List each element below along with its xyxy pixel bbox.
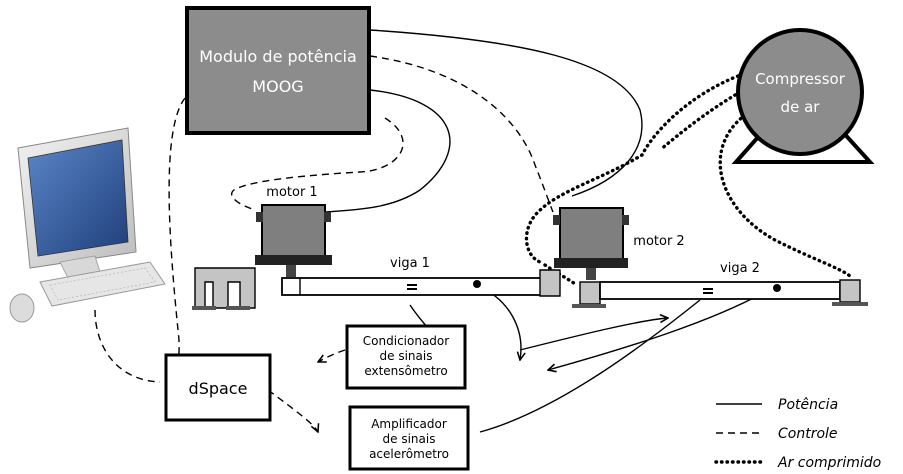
moog-label-line1: Modulo de potência xyxy=(199,47,357,66)
air-line-compressor-to-viga2 xyxy=(718,113,852,278)
control-line-monitor-to-dspace xyxy=(94,309,161,383)
conditioner-label-line2: de sinais xyxy=(380,349,433,363)
signal-conditioner-box: Condicionador de sinais extensômetro xyxy=(345,324,467,390)
amplifier-label-line2: de sinais xyxy=(383,432,436,446)
moog-label-line2: MOOG xyxy=(252,77,303,96)
amplifier-label-line1: Amplificador xyxy=(371,417,447,431)
computer-icon xyxy=(9,127,166,323)
power-line-amplifier-to-accel2 xyxy=(479,299,701,433)
motor-1: motor 1 xyxy=(255,185,332,277)
dspace-label: dSpace xyxy=(189,379,248,398)
moog-power-module: Modulo de potência MOOG xyxy=(185,6,371,135)
beam-1-label: viga 1 xyxy=(390,256,430,271)
control-line-moog-to-dspace xyxy=(165,97,186,386)
power-line-moog-to-motor1 xyxy=(324,89,451,213)
power-line-moog-to-compressor-side xyxy=(369,29,643,197)
accelerometer-1-icon xyxy=(473,280,481,288)
control-line-conditioner-to-dspace xyxy=(318,349,346,362)
signal-amplifier-box: Amplificador de sinais acelerômetro xyxy=(348,405,470,471)
compressor-label-line2: de ar xyxy=(781,98,821,116)
power-line-accel1-to-amplifier xyxy=(477,285,521,360)
legend-air-label: Ar comprimido xyxy=(777,455,881,471)
beam-2-label: viga 2 xyxy=(720,261,760,276)
conditioner-label-line1: Condicionador xyxy=(363,334,449,348)
amplifier-label-line3: acelerômetro xyxy=(369,447,449,461)
air-connections xyxy=(524,74,852,286)
control-line-motor1-loop xyxy=(231,117,404,211)
air-line-to-viga-clamp xyxy=(543,263,577,286)
beam-1: viga 1 xyxy=(281,256,543,296)
motor-1-label: motor 1 xyxy=(266,185,317,200)
motor-2-label: motor 2 xyxy=(633,234,684,249)
control-line-moog-to-motor2 xyxy=(369,55,554,213)
accelerometer-2-icon xyxy=(773,284,781,292)
legend-control-label: Controle xyxy=(778,426,838,442)
control-connections xyxy=(94,55,554,432)
left-fixed-support xyxy=(192,267,256,310)
air-compressor: Compressor de ar xyxy=(731,28,875,164)
power-line-viga2-to-conditioner xyxy=(519,318,668,351)
beam-coupling xyxy=(539,269,561,297)
beam-2: viga 2 xyxy=(572,261,868,308)
control-line-dspace-to-amplifier xyxy=(267,389,318,432)
legend-power-label: Potência xyxy=(778,397,838,413)
compressor-label-line1: Compressor xyxy=(755,70,846,88)
dspace-box: dSpace xyxy=(164,353,272,422)
legend: Potência Controle Ar comprimido xyxy=(714,397,881,471)
air-line-compressor-loop xyxy=(658,90,742,152)
motor-2: motor 2 xyxy=(553,207,685,280)
air-line-compressor-to-motor2 xyxy=(524,74,740,264)
conditioner-label-line3: extensômetro xyxy=(364,364,447,378)
